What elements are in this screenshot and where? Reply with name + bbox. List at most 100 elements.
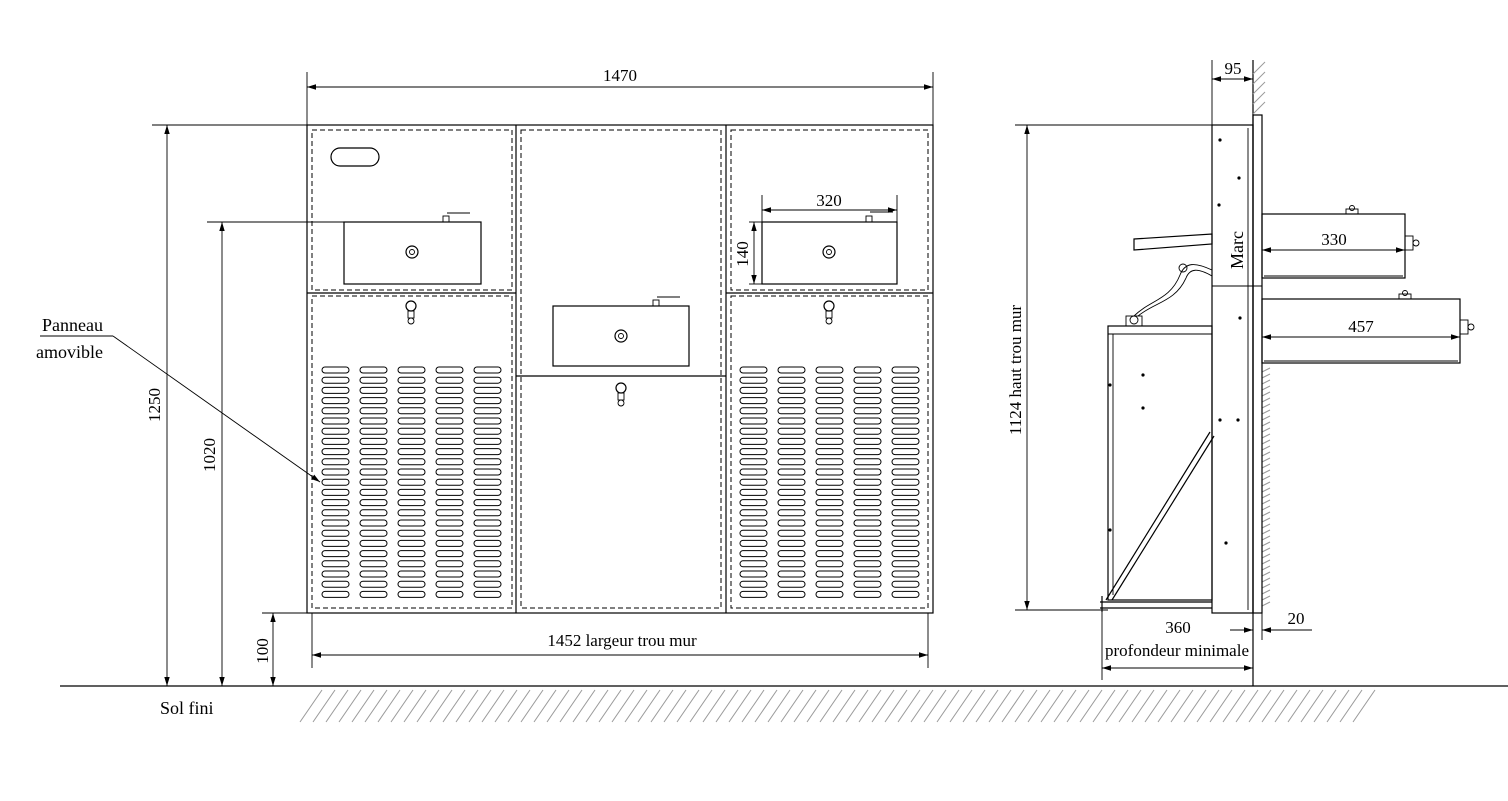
vent-slot (397, 417, 426, 425)
vent-slot (777, 386, 806, 394)
vent-slot (397, 437, 426, 445)
vent-slot (739, 590, 768, 598)
vent-slot (739, 509, 768, 517)
vent-slot (473, 590, 502, 598)
vent-slot (397, 580, 426, 588)
vent-slot (891, 376, 920, 384)
vent-slot (473, 478, 502, 486)
vent-slot (891, 570, 920, 578)
vent-slot (435, 468, 464, 476)
vent-slot (891, 458, 920, 466)
vent-slot (739, 570, 768, 578)
vent-slot (815, 580, 844, 588)
vent-slot (853, 509, 882, 517)
push-button-center (615, 382, 627, 407)
dim-overall-height: 1250 (145, 388, 164, 422)
vent-slot (435, 539, 464, 547)
basin-left (343, 212, 482, 285)
vent-slot (321, 417, 350, 425)
vent-slot (473, 539, 502, 547)
vent-slot (777, 448, 806, 456)
vent-slot (321, 539, 350, 547)
vent-slot (853, 529, 882, 537)
vent-slot (435, 376, 464, 384)
vent-slot (815, 570, 844, 578)
vent-slot (853, 397, 882, 405)
vent-slot (435, 448, 464, 456)
vent-slot (359, 397, 388, 405)
vent-slot (435, 458, 464, 466)
vent-slot (815, 437, 844, 445)
vent-slot (321, 560, 350, 568)
vent-slot (397, 468, 426, 476)
dim-min-depth-label: profondeur minimale (1105, 641, 1249, 660)
dim-spout-height: 1020 (200, 438, 219, 472)
vent-slot (397, 376, 426, 384)
vent-slot (853, 417, 882, 425)
vent-slot (473, 366, 502, 374)
vent-slot (321, 499, 350, 507)
vent-slot (397, 539, 426, 547)
vent-slot (891, 386, 920, 394)
vent-slot (891, 539, 920, 547)
vent-slot (739, 407, 768, 415)
vent-slot (815, 550, 844, 558)
vent-slot (473, 417, 502, 425)
vent-slot (815, 539, 844, 547)
vent-slot (473, 570, 502, 578)
vent-slot (359, 560, 388, 568)
vent-slot (473, 550, 502, 558)
vent-slot (853, 427, 882, 435)
vent-slot (359, 570, 388, 578)
vent-slot (739, 397, 768, 405)
vent-slot (435, 427, 464, 435)
vent-slot (777, 488, 806, 496)
vent-grille-left (321, 366, 502, 598)
vent-slot (777, 478, 806, 486)
vent-slot (473, 458, 502, 466)
vent-slot (321, 458, 350, 466)
vent-slot (321, 427, 350, 435)
vent-slot (359, 468, 388, 476)
vent-slot (777, 590, 806, 598)
vent-slot (473, 509, 502, 517)
wall-hatch-side (1261, 367, 1271, 607)
vent-slot (321, 529, 350, 537)
vent-slot (321, 509, 350, 517)
vent-slot (435, 437, 464, 445)
vent-slot (815, 509, 844, 517)
vent-slot (321, 386, 350, 394)
side-basin-upper (1261, 205, 1420, 279)
vent-slot (321, 448, 350, 456)
vent-slot (435, 590, 464, 598)
vent-slot (473, 448, 502, 456)
vent-slot (815, 417, 844, 425)
vent-slot (853, 407, 882, 415)
vent-slot (359, 366, 388, 374)
vent-slot (853, 560, 882, 568)
vent-slot (473, 386, 502, 394)
vent-slot (891, 580, 920, 588)
vent-slot (853, 519, 882, 527)
vent-slot (359, 437, 388, 445)
vent-slot (777, 427, 806, 435)
vent-slot (739, 448, 768, 456)
vent-slot (321, 590, 350, 598)
vent-slot (435, 499, 464, 507)
vent-slot (473, 560, 502, 568)
floor (60, 685, 1508, 723)
vent-slot (397, 560, 426, 568)
vent-slot (777, 560, 806, 568)
vent-slot (891, 499, 920, 507)
vent-slot (891, 529, 920, 537)
panel-label-line2: amovible (36, 342, 103, 362)
push-button-right (823, 300, 835, 325)
vent-slot (891, 550, 920, 558)
vent-slot (435, 509, 464, 517)
vent-slot (397, 488, 426, 496)
vent-slot (853, 550, 882, 558)
vent-slot (739, 417, 768, 425)
vent-slot (473, 519, 502, 527)
vent-slot (397, 509, 426, 517)
vent-slot (397, 448, 426, 456)
